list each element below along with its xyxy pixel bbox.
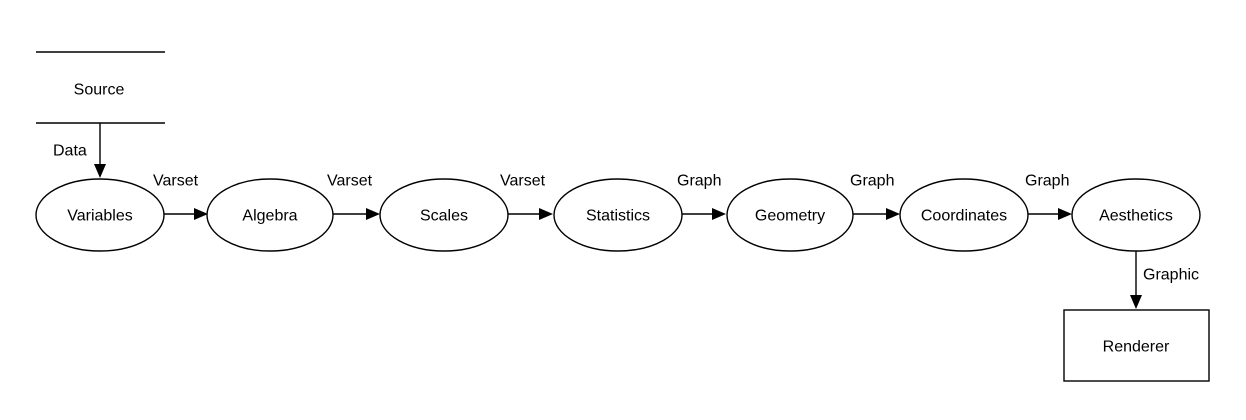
- arrow-head: [886, 208, 900, 220]
- edge-label-data: Data: [53, 143, 87, 160]
- edge-algebra-to-scales: Varset: [327, 173, 380, 220]
- node-statistics-label: Statistics: [586, 208, 650, 225]
- arrow-head: [712, 208, 726, 220]
- arrow-head: [1058, 208, 1072, 220]
- edge-label-graph: Graph: [677, 173, 721, 190]
- node-aesthetics: Aesthetics: [1071, 178, 1201, 252]
- edge-coordinates-to-aesthetics: Graph: [1025, 173, 1072, 220]
- node-statistics: Statistics: [553, 178, 683, 252]
- edge-label-varset: Varset: [327, 173, 373, 190]
- edge-label-varset: Varset: [500, 173, 546, 190]
- edge-label-graphic: Graphic: [1143, 267, 1199, 284]
- node-variables: Variables: [35, 178, 165, 252]
- node-source: Source: [36, 51, 165, 124]
- node-renderer-label: Renderer: [1103, 339, 1170, 356]
- arrow-head: [366, 208, 380, 220]
- arrow-head: [539, 208, 553, 220]
- node-coordinates: Coordinates: [899, 178, 1029, 252]
- node-scales-label: Scales: [420, 208, 468, 225]
- node-algebra: Algebra: [206, 178, 334, 252]
- node-coordinates-label: Coordinates: [921, 208, 1007, 225]
- arrow-head: [1130, 295, 1142, 309]
- edge-label-graph: Graph: [1025, 173, 1069, 190]
- node-renderer: Renderer: [1063, 309, 1210, 382]
- edge-statistics-to-geometry: Graph: [677, 173, 726, 220]
- node-source-label: Source: [74, 82, 125, 99]
- edge-aesthetics-to-renderer: Graphic: [1130, 251, 1199, 309]
- node-variables-label: Variables: [67, 208, 133, 225]
- node-aesthetics-label: Aesthetics: [1099, 208, 1173, 225]
- edge-label-graph: Graph: [850, 173, 894, 190]
- node-algebra-label: Algebra: [242, 208, 297, 225]
- edge-source-to-variables: Data: [53, 123, 106, 178]
- edge-geometry-to-coordinates: Graph: [850, 173, 900, 220]
- edge-scales-to-statistics: Varset: [500, 173, 553, 220]
- arrow-head: [94, 164, 106, 178]
- node-scales: Scales: [379, 178, 509, 252]
- arrow-head: [194, 208, 208, 220]
- node-geometry-label: Geometry: [755, 208, 825, 225]
- edge-variables-to-algebra: Varset: [153, 173, 208, 220]
- edge-label-varset: Varset: [153, 173, 199, 190]
- node-geometry: Geometry: [726, 178, 854, 252]
